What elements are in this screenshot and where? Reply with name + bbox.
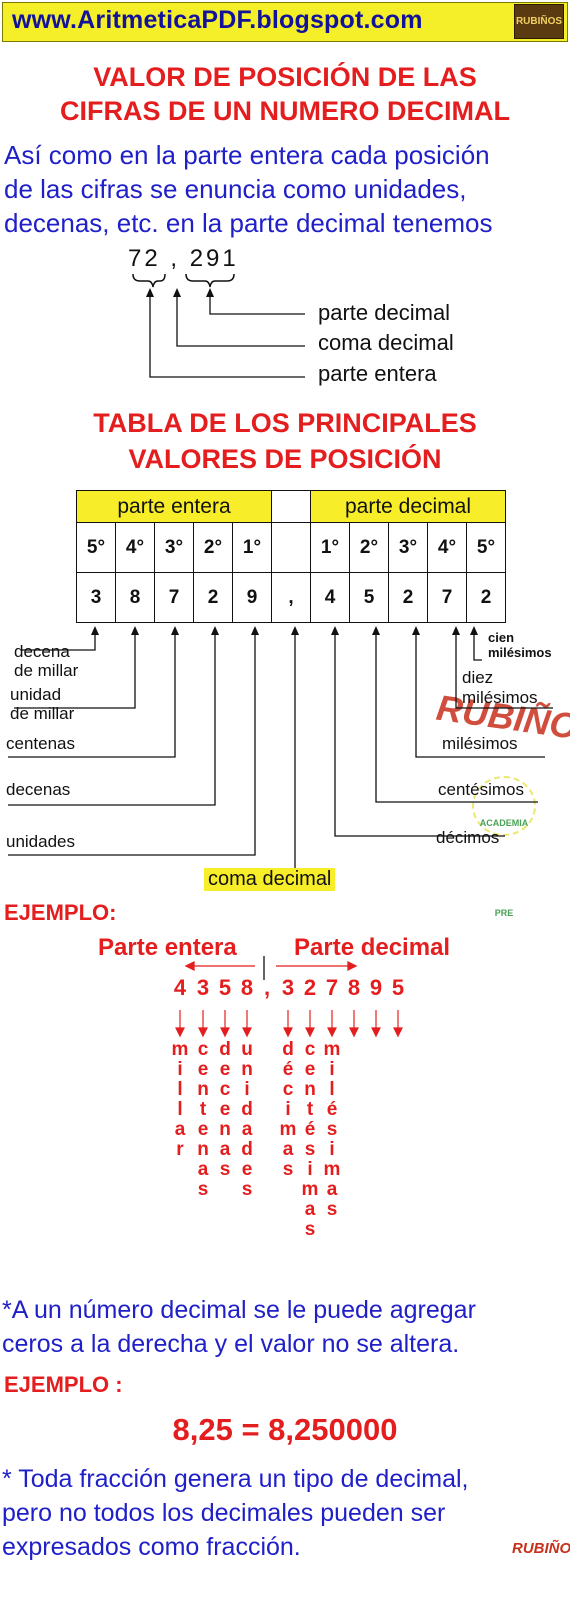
- digit-cell: 2: [466, 572, 506, 623]
- label-coma-decimal-center: coma decimal: [204, 868, 336, 891]
- label-parte-decimal-example: Parte decimal: [294, 934, 451, 961]
- label-unidades: unidades: [6, 832, 76, 851]
- label-coma-decimal: coma decimal: [318, 330, 454, 355]
- order-cell: 2°: [349, 522, 389, 573]
- intro-line-1: Así como en la parte entera cada posició…: [4, 140, 490, 170]
- example-number: 72 , 291: [128, 245, 239, 272]
- digit-cell: 3: [76, 572, 116, 623]
- title-line-1: VALOR DE POSICIÓN DE LAS: [93, 62, 477, 92]
- order-cell: 1°: [232, 522, 272, 573]
- label-unidad-de-millar-2: de millar: [10, 704, 75, 723]
- example-digit: 3: [281, 975, 295, 1000]
- label-diez-milesimos-1: diez: [462, 668, 494, 687]
- number-diagram-lines: [132, 273, 305, 378]
- note2-line-3: expresados como fracción.: [2, 1533, 301, 1561]
- order-cell: 2°: [193, 522, 233, 573]
- label-parte-entera-example: Parte entera: [98, 934, 237, 961]
- example-digit: 8: [240, 975, 254, 1000]
- note2-line-1: * Toda fracción genera un tipo de decima…: [2, 1465, 469, 1493]
- academia-pre-emblem: ACADEMIA PRE: [472, 776, 536, 918]
- example-digit: 9: [369, 975, 383, 1000]
- digit-cell: 9: [232, 572, 272, 623]
- rubinos-logo: RUBIÑOS: [514, 4, 564, 39]
- site-url-link[interactable]: www.AritmeticaPDF.blogspot.com: [12, 6, 423, 34]
- title-line-2: CIFRAS DE UN NUMERO DECIMAL: [60, 96, 510, 126]
- example-digit: 8: [347, 975, 361, 1000]
- label-parte-decimal: parte decimal: [318, 300, 451, 325]
- label-decena-de-millar-1: decena: [14, 642, 70, 661]
- order-cell: 5°: [466, 522, 506, 573]
- label-cien-milesimos-1: cien: [488, 630, 515, 645]
- label-decena-de-millar-2: de millar: [14, 661, 79, 680]
- note2-line-2: pero no todos los decimales pueden ser: [2, 1499, 446, 1527]
- comma-cell: ,: [271, 572, 311, 623]
- intro-line-2: de las cifras se enuncia como unidades,: [4, 174, 467, 204]
- digit-cell: 2: [193, 572, 233, 623]
- label-unidad-de-millar-1: unidad: [10, 685, 62, 704]
- example2-heading: EJEMPLO :: [4, 1372, 123, 1397]
- example-digit: 5: [218, 975, 232, 1000]
- header-banner: [2, 2, 568, 42]
- example-arrows: [175, 956, 403, 1038]
- order-cell: 4°: [115, 522, 155, 573]
- place-value-table: parte entera parte decimal 5° 4° 3° 2° 1…: [76, 490, 506, 623]
- order-spacer: [271, 522, 311, 573]
- note1-line-1: *A un número decimal se le puede agregar: [2, 1296, 476, 1324]
- order-cell: 4°: [427, 522, 467, 573]
- rubinos-footer-logo: RUBIÑOS: [512, 1540, 570, 1557]
- label-milesimos: milésimos: [442, 734, 518, 753]
- example-comma: ,: [263, 975, 271, 1000]
- example-digit: 3: [196, 975, 210, 1000]
- header-spacer: [271, 490, 311, 523]
- intro-line-3: decenas, etc. en la parte decimal tenemo…: [4, 208, 493, 238]
- table-title-line-1: TABLA DE LOS PRINCIPALES: [93, 408, 477, 438]
- example2-equation: 8,25 = 8,250000: [172, 1412, 398, 1447]
- table-title-line-2: VALORES DE POSICIÓN: [128, 444, 442, 474]
- example-digit: 2: [303, 975, 317, 1000]
- header-parte-entera: parte entera: [76, 490, 272, 523]
- example-digit: 7: [325, 975, 339, 1000]
- example-heading: EJEMPLO:: [4, 900, 117, 925]
- digit-cell: 8: [115, 572, 155, 623]
- order-cell: 1°: [310, 522, 350, 573]
- label-decenas: decenas: [6, 780, 71, 799]
- label-diez-milesimos-2: milésimos: [462, 688, 538, 707]
- example-digit: 5: [391, 975, 405, 1000]
- label-cien-milesimos-2: milésimos: [488, 645, 552, 660]
- label-decimos: décimos: [436, 828, 500, 847]
- example-digit: 4: [173, 975, 187, 1000]
- label-parte-entera: parte entera: [318, 361, 437, 386]
- order-cell: 5°: [76, 522, 116, 573]
- label-centesimos: centésimos: [438, 780, 524, 799]
- note1-line-2: ceros a la derecha y el valor no se alte…: [2, 1330, 460, 1358]
- label-centenas: centenas: [6, 734, 75, 753]
- order-cell: 3°: [154, 522, 194, 573]
- position-lines: [8, 626, 553, 870]
